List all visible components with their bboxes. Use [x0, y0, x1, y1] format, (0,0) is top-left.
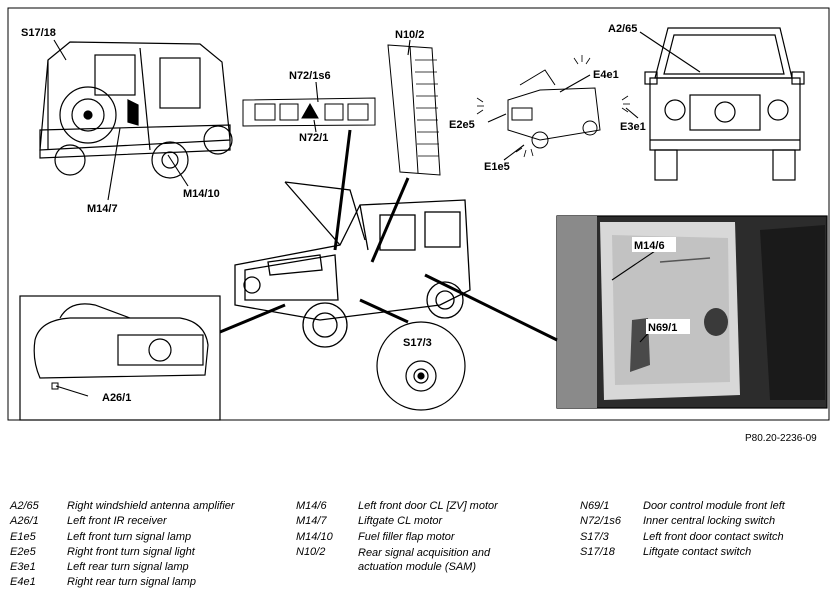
- leader-lines: [53, 31, 701, 397]
- legend-desc: Left front door CL [ZV] motor: [358, 500, 498, 512]
- callout-a2-65: A2/65: [608, 23, 637, 35]
- legend-desc: Left front IR receiver: [67, 515, 167, 528]
- callout-n10-2: N10/2: [395, 29, 424, 41]
- lamp-glow-marks: [476, 55, 630, 158]
- legend-desc: Door control module front left: [643, 500, 785, 512]
- legend-code: E3e1: [10, 561, 36, 574]
- legend-code: S17/3: [580, 530, 609, 543]
- legend-code: M14/10: [296, 530, 333, 543]
- legend-code: N72/1s6: [580, 515, 621, 528]
- legend-desc: Rear signal acquisition and actuation mo…: [358, 546, 491, 573]
- inset-door-interior: [556, 215, 828, 409]
- sam-module: [387, 44, 441, 176]
- inset-contact-switch: [376, 321, 466, 411]
- callout-m14-6: M14/6: [634, 240, 665, 252]
- callout-m14-10: M14/10: [183, 188, 220, 200]
- callout-s17-3: S17/3: [403, 337, 432, 349]
- callout-e2e5: E2e5: [449, 119, 475, 131]
- inset-door-handle: [19, 295, 221, 421]
- legend-desc: Left rear turn signal lamp: [67, 561, 189, 574]
- legend-code: E2e5: [10, 545, 36, 558]
- legend-desc: Inner central locking switch: [643, 515, 776, 528]
- legend-code: E1e5: [10, 530, 36, 543]
- callout-n69-1: N69/1: [648, 322, 677, 334]
- control-panel: [242, 97, 376, 127]
- callout-n72-1s6: N72/1s6: [289, 70, 331, 82]
- legend-code: A26/1: [10, 515, 39, 528]
- legend-desc: Left front door contact switch: [643, 530, 784, 543]
- callout-e1e5: E1e5: [484, 161, 510, 173]
- vehicle-front-view: [644, 27, 805, 181]
- diagram-frame: [7, 7, 830, 421]
- legend-desc: Left front turn signal lamp: [67, 530, 192, 543]
- legend-code: A2/65: [10, 500, 39, 512]
- vehicle-rear-view: [39, 41, 233, 179]
- connector-lines: [219, 129, 558, 342]
- legend-desc: Right windshield antenna amplifier: [67, 500, 235, 512]
- legend-code: S17/18: [580, 545, 615, 558]
- callout-e4e1: E4e1: [593, 69, 619, 81]
- callout-a26-1: A26/1: [102, 392, 131, 404]
- callout-e3e1: E3e1: [620, 121, 646, 133]
- legend-desc: Liftgate CL motor: [358, 515, 443, 528]
- legend-code: N69/1: [580, 500, 610, 512]
- vehicle-main-hood-open: [234, 181, 471, 348]
- callout-s17-18: S17/18: [21, 27, 56, 39]
- callout-m14-7: M14/7: [87, 203, 118, 215]
- legend-code: N10/2: [296, 545, 326, 558]
- component-location-diagram: S17/18 M14/7 M14/10 N72/1s6 N72/1 N10/2 …: [7, 7, 830, 421]
- figure-reference: P80.20-2236-09: [745, 433, 817, 444]
- callout-n72-1: N72/1: [299, 132, 328, 144]
- vehicle-small-hood-open: [507, 69, 601, 149]
- legend-desc: Liftgate contact switch: [643, 545, 752, 558]
- legend-desc: Fuel filler flap motor: [358, 530, 455, 543]
- legend-code: M14/7: [296, 515, 327, 528]
- legend-desc: Right rear turn signal lamp: [67, 576, 197, 589]
- legend-code: M14/6: [296, 500, 327, 512]
- legend-desc: Right front turn signal light: [67, 545, 195, 558]
- legend-code: E4e1: [10, 576, 36, 589]
